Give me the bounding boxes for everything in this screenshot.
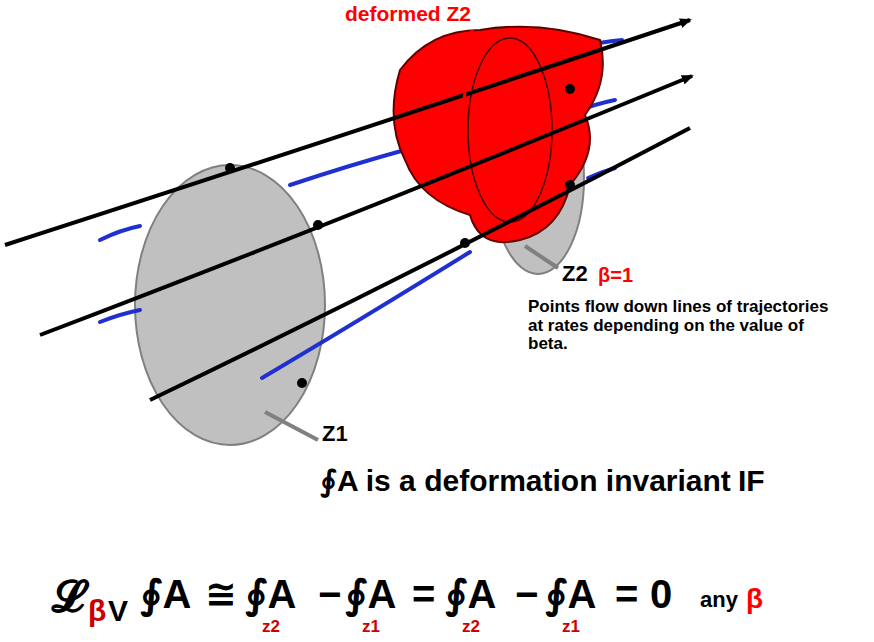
math-symbol: −	[318, 572, 341, 616]
flow-lines	[5, 20, 692, 400]
math-term: ∮A	[140, 572, 191, 616]
math-text: any	[700, 588, 738, 612]
part-label: deformed Z2	[345, 2, 471, 25]
trajectory-dots	[225, 84, 575, 388]
math-term: ∮A	[245, 572, 296, 616]
leader-line	[525, 246, 558, 268]
leader-line	[265, 412, 318, 440]
math-symbol: β	[88, 594, 106, 627]
statement: IF	[738, 464, 765, 497]
subscript: z1	[562, 618, 580, 637]
z1-ellipse	[135, 165, 325, 445]
part-label: Z1	[322, 422, 348, 446]
blob-contour	[468, 38, 552, 222]
note: Points flow down lines of trajectories a…	[528, 298, 848, 354]
math-symbol: V	[108, 594, 128, 627]
math-term: ∮A	[545, 572, 596, 616]
math-term: 0	[650, 572, 672, 616]
part-label: Z2	[562, 262, 588, 286]
math-symbol: =	[615, 572, 638, 616]
math-term: ∮A	[345, 572, 396, 616]
operator-symbol: 𝓛	[52, 572, 84, 620]
subscript: z2	[262, 618, 280, 637]
subscript: z1	[362, 618, 380, 637]
math-symbol: ≅	[205, 574, 237, 616]
statement: ∮A is a deformation invariant	[320, 464, 731, 497]
value-label: β=1	[598, 264, 633, 286]
math-symbol: =	[412, 572, 435, 616]
math-term: ∮A	[445, 572, 496, 616]
leader-line	[464, 30, 472, 100]
math-symbol: β	[746, 584, 763, 615]
subscript: z2	[462, 618, 480, 637]
math-symbol: −	[515, 572, 538, 616]
